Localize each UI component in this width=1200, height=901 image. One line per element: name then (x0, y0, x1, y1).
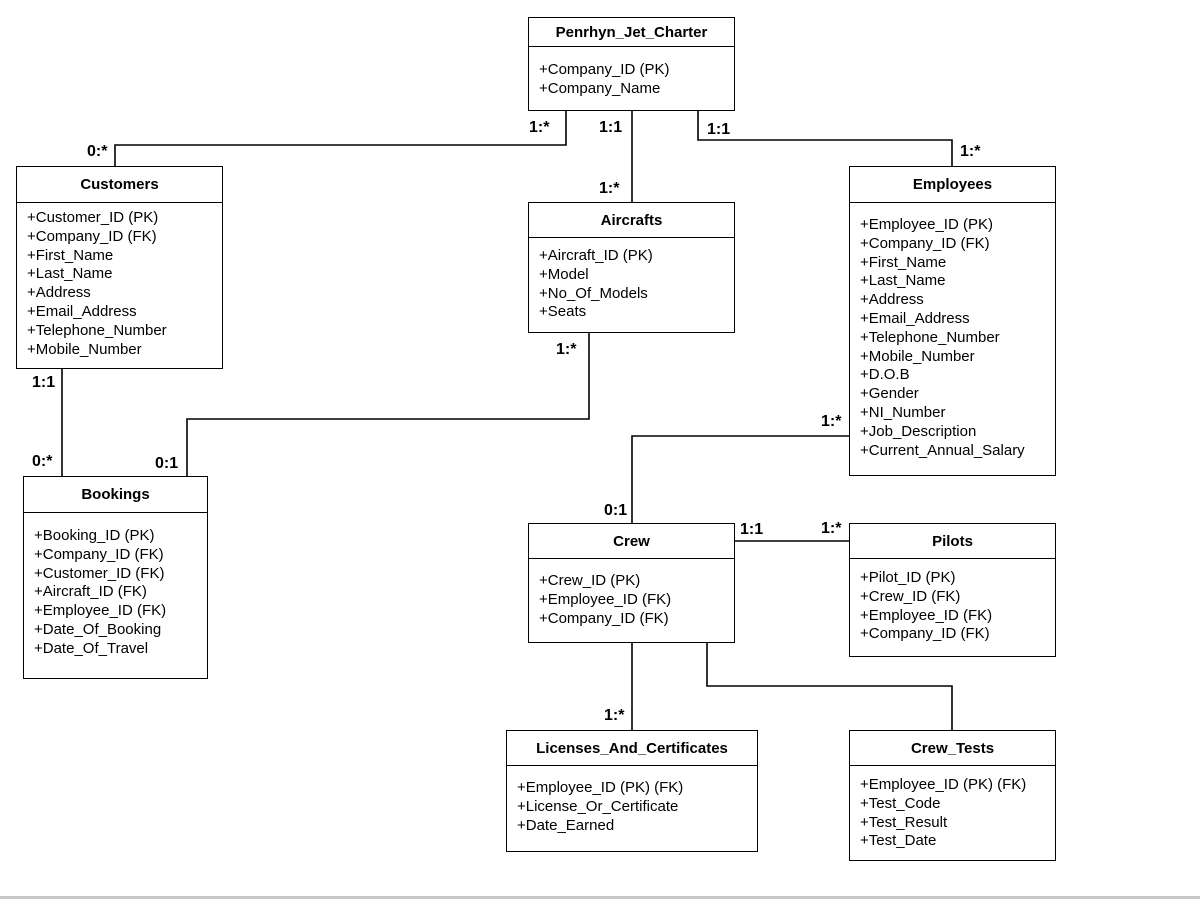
attribute-list: +Employee_ID (PK) (FK) +Test_Code +Test_… (850, 766, 1055, 851)
attribute: +Job_Description (860, 422, 977, 440)
attribute-list: +Aircraft_ID (PK) +Model +No_Of_Models +… (529, 238, 734, 322)
entity-employees: Employees +Employee_ID (PK) +Company_ID … (849, 166, 1056, 476)
attribute: +First_Name (860, 253, 947, 271)
entity-title: Aircrafts (529, 203, 734, 238)
multiplicity-label: 0:1 (604, 502, 628, 519)
link-crew-tests (706, 643, 953, 730)
attribute: +Aircraft_ID (PK) (539, 247, 653, 264)
attribute-list: +Company_ID (PK) +Company_Name (529, 47, 734, 99)
entity-title: Penrhyn_Jet_Charter (529, 18, 734, 47)
attribute: +Gender (860, 385, 919, 403)
attribute: +No_Of_Models (539, 284, 648, 302)
entity-aircrafts: Aircrafts +Aircraft_ID (PK) +Model +No_O… (528, 202, 735, 333)
attribute: +License_Or_Certificate (517, 797, 679, 815)
attribute: +Address (860, 291, 924, 309)
attribute: +Last_Name (27, 265, 113, 283)
attribute-list: +Booking_ID (PK) +Company_ID (FK) +Custo… (24, 513, 207, 659)
entity-title: Customers (17, 167, 222, 203)
attribute: +Employee_ID (PK) (FK) (517, 779, 684, 796)
entity-title: Pilots (850, 524, 1055, 559)
attribute: +Company_ID (FK) (34, 545, 164, 563)
attribute: +Telephone_Number (860, 328, 1000, 346)
attribute-list: +Employee_ID (PK) (FK) +License_Or_Certi… (507, 766, 757, 835)
attribute: +Employee_ID (FK) (34, 602, 167, 620)
bottom-divider (0, 896, 1200, 899)
attribute: +Address (27, 284, 91, 302)
attribute: +Company_ID (PK) (539, 61, 670, 78)
link-aircrafts-bookings (186, 333, 590, 476)
attribute: +Company_ID (FK) (539, 609, 669, 627)
attribute-list: +Crew_ID (PK) +Employee_ID (FK) +Company… (529, 559, 734, 628)
attribute: +Email_Address (27, 302, 137, 320)
link-company-employees (697, 111, 953, 166)
attribute: +D.O.B (860, 366, 910, 384)
attribute: +Model (539, 265, 589, 283)
attribute: +Crew_ID (PK) (539, 572, 641, 589)
attribute: +Current_Annual_Salary (860, 441, 1025, 459)
entity-title: Crew_Tests (850, 731, 1055, 766)
attribute: +Employee_ID (FK) (539, 590, 672, 608)
multiplicity-label: 0:* (87, 143, 108, 160)
entity-crew: Crew +Crew_ID (PK) +Employee_ID (FK) +Co… (528, 523, 735, 643)
attribute: +Employee_ID (PK) (FK) (860, 776, 1027, 793)
attribute: +Company_ID (FK) (27, 227, 157, 245)
attribute: +Date_Earned (517, 816, 615, 834)
multiplicity-label: 1:* (821, 413, 842, 430)
attribute: +Last_Name (860, 272, 946, 290)
multiplicity-label: 1:* (821, 520, 842, 537)
attribute: +Date_Of_Travel (34, 639, 149, 657)
entity-title: Licenses_And_Certificates (507, 731, 757, 766)
attribute: +Company_ID (FK) (860, 625, 990, 643)
multiplicity-label: 1:* (599, 180, 620, 197)
attribute: +Date_Of_Booking (34, 620, 162, 638)
attribute: +Pilot_ID (PK) (860, 569, 956, 586)
attribute: +Test_Result (860, 813, 948, 831)
attribute: +Booking_ID (PK) (34, 527, 155, 544)
entity-title: Crew (529, 524, 734, 559)
attribute: +NI_Number (860, 403, 946, 421)
attribute-list: +Pilot_ID (PK) +Crew_ID (FK) +Employee_I… (850, 559, 1055, 644)
attribute: +Employee_ID (FK) (860, 606, 993, 624)
entity-pilots: Pilots +Pilot_ID (PK) +Crew_ID (FK) +Emp… (849, 523, 1056, 657)
attribute: +Crew_ID (FK) (860, 587, 961, 605)
attribute: +Aircraft_ID (FK) (34, 583, 147, 601)
entity-bookings: Bookings +Booking_ID (PK) +Company_ID (F… (23, 476, 208, 679)
attribute: +Test_Code (860, 794, 941, 812)
multiplicity-label: 1:1 (599, 119, 623, 136)
attribute: +Email_Address (860, 309, 970, 327)
attribute: +First_Name (27, 246, 114, 264)
multiplicity-label: 1:1 (32, 374, 56, 391)
entity-licenses-and-certificates: Licenses_And_Certificates +Employee_ID (… (506, 730, 758, 852)
attribute: +Seats (539, 303, 587, 321)
attribute: +Customer_ID (FK) (34, 564, 165, 582)
multiplicity-label: 0:* (32, 453, 53, 470)
multiplicity-label: 1:* (529, 119, 550, 136)
multiplicity-label: 1:1 (740, 521, 764, 538)
multiplicity-label: 1:* (556, 341, 577, 358)
entity-customers: Customers +Customer_ID (PK) +Company_ID … (16, 166, 223, 369)
attribute: +Telephone_Number (27, 321, 167, 339)
entity-penrhyn-jet-charter: Penrhyn_Jet_Charter +Company_ID (PK) +Co… (528, 17, 735, 111)
multiplicity-label: 0:1 (155, 455, 179, 472)
attribute: +Company_Name (539, 79, 661, 97)
attribute: +Mobile_Number (27, 340, 142, 358)
attribute: +Mobile_Number (860, 347, 975, 365)
entity-title: Bookings (24, 477, 207, 513)
multiplicity-label: 1:1 (707, 121, 731, 138)
attribute-list: +Customer_ID (PK) +Company_ID (FK) +Firs… (17, 203, 222, 359)
entity-crew-tests: Crew_Tests +Employee_ID (PK) (FK) +Test_… (849, 730, 1056, 861)
multiplicity-label: 1:* (604, 707, 625, 724)
attribute-list: +Employee_ID (PK) +Company_ID (FK) +Firs… (850, 203, 1055, 460)
multiplicity-label: 1:* (960, 143, 981, 160)
attribute: +Customer_ID (PK) (27, 209, 159, 226)
entity-title: Employees (850, 167, 1055, 203)
attribute: +Test_Date (860, 832, 937, 850)
attribute: +Company_ID (FK) (860, 234, 990, 252)
link-employees-crew (631, 435, 849, 523)
attribute: +Employee_ID (PK) (860, 216, 993, 233)
link-company-customers (114, 111, 567, 166)
